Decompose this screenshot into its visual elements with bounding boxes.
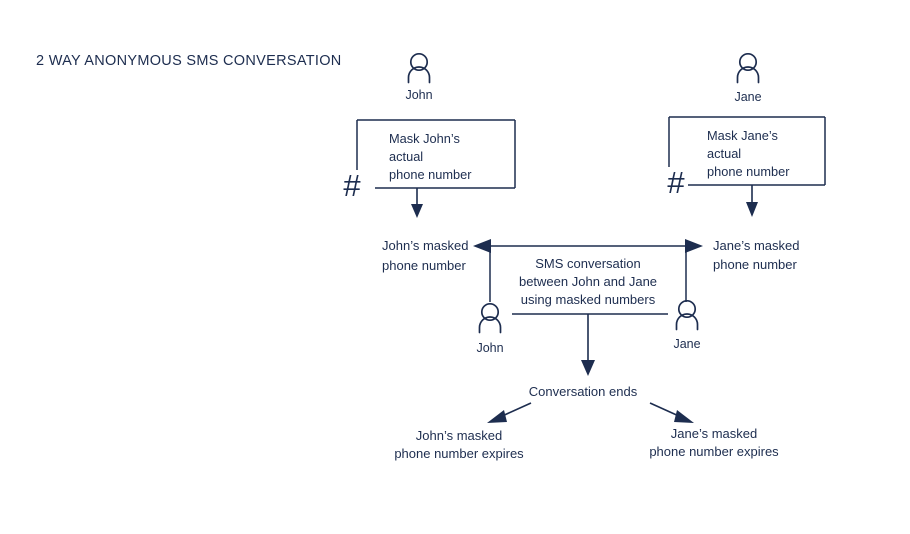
hash-icon-jane: # [667, 165, 685, 200]
box-mask-jane-line2: actual [707, 146, 741, 161]
arrow-ends-to-jane-expires [649, 402, 694, 423]
person-icon-john-middle [478, 302, 502, 334]
box-mask-john-line1: Mask John’s [389, 131, 460, 146]
arrow-john-box-to-masked [411, 188, 423, 218]
node-conversation-ends: Conversation ends [529, 384, 638, 399]
node-john-masked-line2: phone number [382, 258, 467, 273]
person-label-jane-middle: Jane [673, 337, 700, 351]
person-label-jane-top: Jane [734, 90, 761, 104]
person-label-john-middle: John [476, 341, 503, 355]
box-mask-jane-line3: phone number [707, 164, 790, 179]
hash-icon-john: # [343, 168, 361, 203]
arrow-masked-exchange [473, 239, 703, 253]
node-jane-expires-line1: Jane’s masked [671, 426, 757, 441]
person-icon-jane-top [736, 52, 760, 84]
node-sms-conversation-line1: SMS conversation [535, 256, 641, 271]
box-mask-john-line3: phone number [389, 167, 472, 182]
person-icon-jane-middle [675, 299, 699, 331]
node-sms-conversation-line3: using masked numbers [521, 292, 656, 307]
node-jane-expires-line2: phone number expires [649, 444, 779, 459]
arrow-conversation-to-ends [581, 314, 595, 376]
box-mask-jane-line1: Mask Jane’s [707, 128, 778, 143]
page-title: 2 WAY ANONYMOUS SMS CONVERSATION [36, 53, 342, 69]
box-mask-john [356, 119, 516, 189]
node-jane-masked-line1: Jane’s masked [713, 238, 799, 253]
node-john-masked-line1: John’s masked [382, 238, 468, 253]
arrow-jane-box-to-masked [746, 185, 758, 217]
node-john-expires-line1: John’s masked [416, 428, 502, 443]
node-sms-conversation-line2: between John and Jane [519, 274, 657, 289]
person-icon-john-top [407, 52, 431, 84]
node-john-expires-line2: phone number expires [394, 446, 524, 461]
box-mask-john-line2: actual [389, 149, 423, 164]
arrow-ends-to-john-expires [487, 402, 532, 423]
node-jane-masked-line2: phone number [713, 257, 798, 272]
person-label-john-top: John [405, 88, 432, 102]
box-mask-jane [668, 116, 826, 186]
